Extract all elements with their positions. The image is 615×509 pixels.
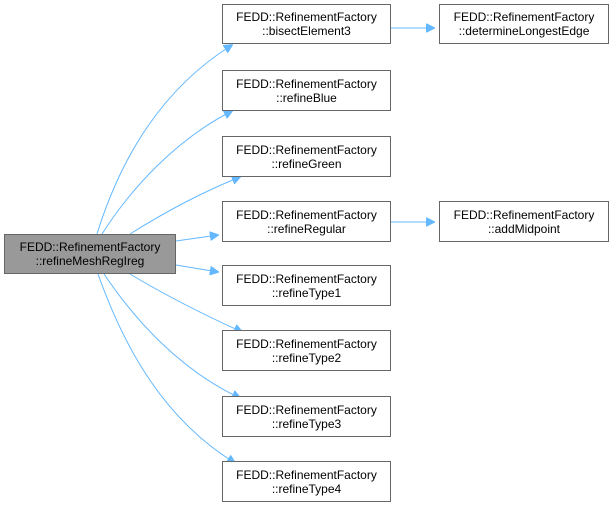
edge-to-bisectElement3 bbox=[96, 45, 232, 235]
node-label-line1: FEDD::RefinementFactory bbox=[236, 402, 377, 417]
node-label-line2: ::refineType2 bbox=[271, 350, 342, 365]
node-label-line2: ::refineGreen bbox=[271, 156, 342, 171]
edge-to-refineBlue bbox=[101, 111, 232, 235]
node-bisectElement3[interactable]: FEDD::RefinementFactory ::bisectElement3 bbox=[222, 4, 391, 44]
edge-to-refineGreen bbox=[129, 177, 240, 235]
node-refineType3[interactable]: FEDD::RefinementFactory ::refineType3 bbox=[222, 396, 391, 437]
node-addMidpoint[interactable]: FEDD::RefinementFactory ::addMidpoint bbox=[439, 201, 609, 242]
node-label-line2: ::refineType1 bbox=[271, 285, 342, 300]
edge-to-refineType4 bbox=[97, 273, 235, 463]
node-determineLongestEdge[interactable]: FEDD::RefinementFactory ::determineLonge… bbox=[439, 4, 609, 44]
node-label-line1: FEDD::RefinementFactory bbox=[236, 336, 377, 351]
node-label-line2: ::determineLongestEdge bbox=[458, 24, 590, 38]
edge-to-refineRegular bbox=[175, 235, 218, 242]
node-refineGreen[interactable]: FEDD::RefinementFactory ::refineGreen bbox=[222, 136, 391, 177]
node-label-line1: FEDD::RefinementFactory bbox=[453, 207, 595, 222]
node-refineRegular[interactable]: FEDD::RefinementFactory ::refineRegular bbox=[222, 201, 391, 242]
node-label-line1: FEDD::RefinementFactory bbox=[236, 76, 377, 91]
edge-to-refineType2 bbox=[129, 273, 242, 332]
node-label-line2: ::refineRegular bbox=[267, 221, 346, 236]
node-label-line1: FEDD::RefinementFactory bbox=[19, 240, 161, 254]
edge-to-refineType1 bbox=[175, 264, 218, 272]
node-refineType4[interactable]: FEDD::RefinementFactory ::refineType4 bbox=[222, 461, 391, 502]
node-label-line2: ::addMidpoint bbox=[487, 221, 561, 236]
node-label-line1: FEDD::RefinementFactory bbox=[236, 207, 377, 222]
edge-to-refineType3 bbox=[103, 273, 240, 398]
node-label-line2: ::refineType3 bbox=[271, 416, 342, 431]
node-label-line1: FEDD::RefinementFactory bbox=[453, 10, 595, 24]
node-refineMeshRegIreg[interactable]: FEDD::RefinementFactory ::refineMeshRegI… bbox=[4, 234, 176, 274]
node-label-line1: FEDD::RefinementFactory bbox=[236, 10, 377, 24]
node-refineType2[interactable]: FEDD::RefinementFactory ::refineType2 bbox=[222, 330, 391, 371]
node-label-line1: FEDD::RefinementFactory bbox=[236, 467, 377, 482]
node-label-line2: ::refineMeshRegIreg bbox=[35, 254, 145, 268]
node-label-line1: FEDD::RefinementFactory bbox=[236, 271, 377, 286]
node-label-line2: ::refineBlue bbox=[276, 90, 337, 105]
node-refineType1[interactable]: FEDD::RefinementFactory ::refineType1 bbox=[222, 265, 391, 306]
node-refineBlue[interactable]: FEDD::RefinementFactory ::refineBlue bbox=[222, 70, 391, 111]
node-label-line1: FEDD::RefinementFactory bbox=[236, 142, 377, 157]
node-label-line2: ::refineType4 bbox=[271, 481, 342, 496]
node-label-line2: ::bisectElement3 bbox=[262, 24, 351, 38]
